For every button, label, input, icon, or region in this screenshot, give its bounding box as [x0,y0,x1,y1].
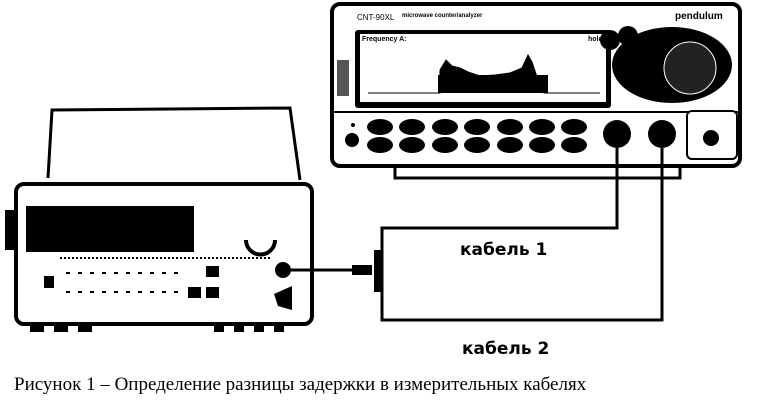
figure-caption: Рисунок 1 – Определение разницы задержки… [14,374,587,395]
input-a-connector [603,120,631,148]
screen-title: Frequency A: [362,36,407,43]
counter-buttons [345,119,587,153]
counter-brand: pendulum [675,11,723,22]
frequency-counter [330,2,742,180]
cable-1-label: кабель 1 [460,240,548,260]
input-b-connector [648,120,676,148]
signal-generator [5,106,314,332]
screen-status: hold [588,36,603,43]
tee-connector [352,250,382,292]
counter-subtitle: microwave counter/analyzer [402,13,483,19]
counter-model-label: CNT-90XL [357,13,395,22]
cable-loop [380,148,664,322]
cables [291,148,664,322]
cable-2-label: кабель 2 [462,339,550,359]
